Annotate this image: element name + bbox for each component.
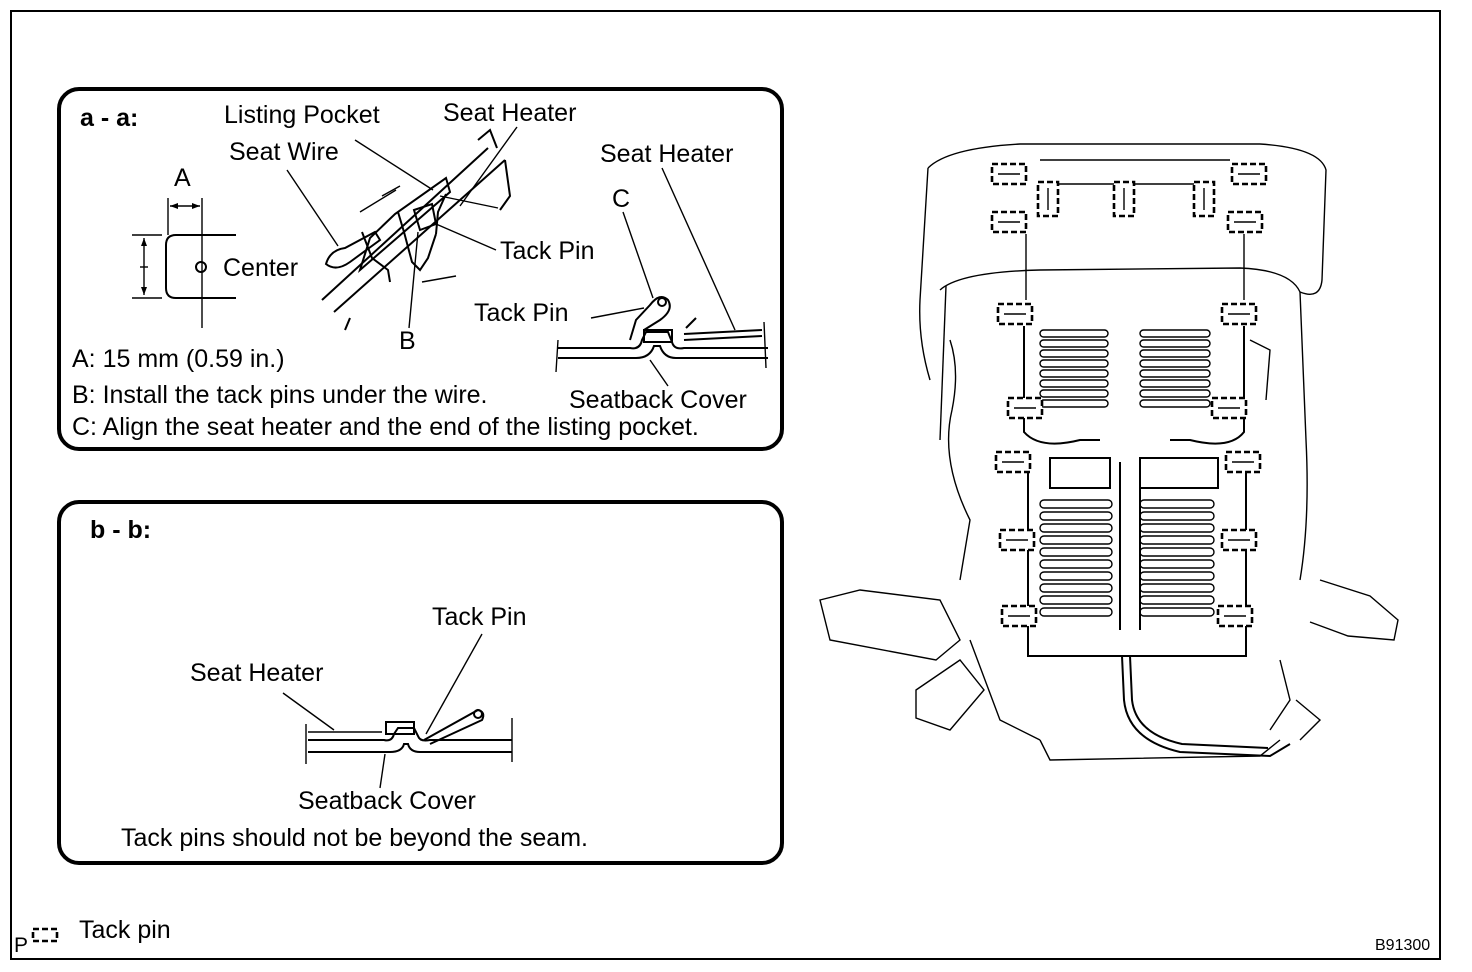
heater-stripe (1139, 359, 1211, 368)
note-c: C: Align the seat heater and the end of … (72, 413, 699, 441)
heater-stripe (1139, 329, 1211, 338)
section-b-b-panel (57, 500, 784, 865)
seat-heater-alignment-diagram (555, 167, 768, 387)
heater-stripe (1039, 339, 1109, 348)
tack-pin-seam-diagram (282, 633, 513, 789)
seat-wire-label: Seat Wire (229, 138, 339, 166)
heater-stripe (1039, 523, 1113, 533)
heater-stripe (1139, 349, 1211, 358)
heater-stripes (1039, 329, 1215, 617)
seat-heater-label: Seat Heater (600, 140, 734, 168)
heater-stripe (1139, 339, 1211, 348)
heater-stripe (1039, 349, 1109, 358)
legend-prefix: P (14, 934, 29, 957)
heater-stripe (1139, 559, 1215, 569)
figure-frame (10, 10, 1441, 960)
heater-stripe (1139, 535, 1215, 545)
tack-pin-legend-icon (31, 927, 59, 943)
heater-stripe (1139, 369, 1211, 378)
heater-stripe (1039, 359, 1109, 368)
listing-pocket-label: Listing Pocket (224, 101, 380, 129)
heater-stripe (1139, 595, 1215, 605)
heater-stripe (1039, 329, 1109, 338)
tack-pin-label: Tack Pin (432, 603, 527, 631)
heater-stripe (1039, 499, 1113, 509)
tack-pin-label: Tack Pin (474, 299, 569, 327)
heater-stripe (1139, 399, 1211, 408)
center-label: Center (223, 254, 299, 282)
heater-stripe (1139, 571, 1215, 581)
figure-code: B91300 (1375, 937, 1431, 954)
heater-stripe (1039, 571, 1113, 581)
heater-stripe (1039, 595, 1113, 605)
seatback-outline (819, 143, 1399, 761)
seat-heater-label: Seat Heater (190, 659, 324, 687)
heater-stripe (1139, 583, 1215, 593)
note-tack-pin-seam: Tack pins should not be beyond the seam. (121, 824, 588, 852)
section-a-a-heading: a - a: (80, 104, 139, 132)
heater-stripe (1039, 583, 1113, 593)
heater-stripe (1039, 607, 1113, 617)
note-b: B: Install the tack pins under the wire. (72, 381, 488, 409)
heater-stripe (1139, 379, 1211, 388)
callout-b-label: B (399, 327, 416, 355)
seatback-cover-label: Seatback Cover (298, 787, 476, 815)
seatback-cover-label: Seatback Cover (569, 386, 747, 414)
heater-stripe (1139, 547, 1215, 557)
note-a: A: 15 mm (0.59 in.) (72, 345, 285, 373)
legend-tack-pin-label: Tack pin (79, 916, 171, 944)
heater-stripe (1139, 607, 1215, 617)
seat-heater-label: Seat Heater (443, 99, 577, 127)
heater-stripe (1139, 389, 1211, 398)
heater-stripe (1039, 535, 1113, 545)
heater-stripe (1039, 369, 1109, 378)
heater-stripe (1039, 399, 1109, 408)
tack-pin-label: Tack Pin (500, 237, 595, 265)
section-b-b-heading: b - b: (90, 516, 152, 544)
heater-stripe (1039, 511, 1113, 521)
section-a-a-panel (57, 87, 784, 451)
dimension-diagram (132, 198, 236, 328)
callout-c-label: C (612, 185, 631, 213)
heater-stripe (1039, 389, 1109, 398)
listing-pocket-diagram (286, 126, 518, 331)
heater-stripe (1139, 523, 1215, 533)
heater-stripe (1039, 559, 1113, 569)
heater-stripe (1139, 499, 1215, 509)
heater-stripe (1139, 511, 1215, 521)
dimension-a-label: A (174, 164, 191, 192)
tack-pin-markers (990, 162, 1268, 628)
heater-stripe (1039, 379, 1109, 388)
heater-stripe (1039, 547, 1113, 557)
